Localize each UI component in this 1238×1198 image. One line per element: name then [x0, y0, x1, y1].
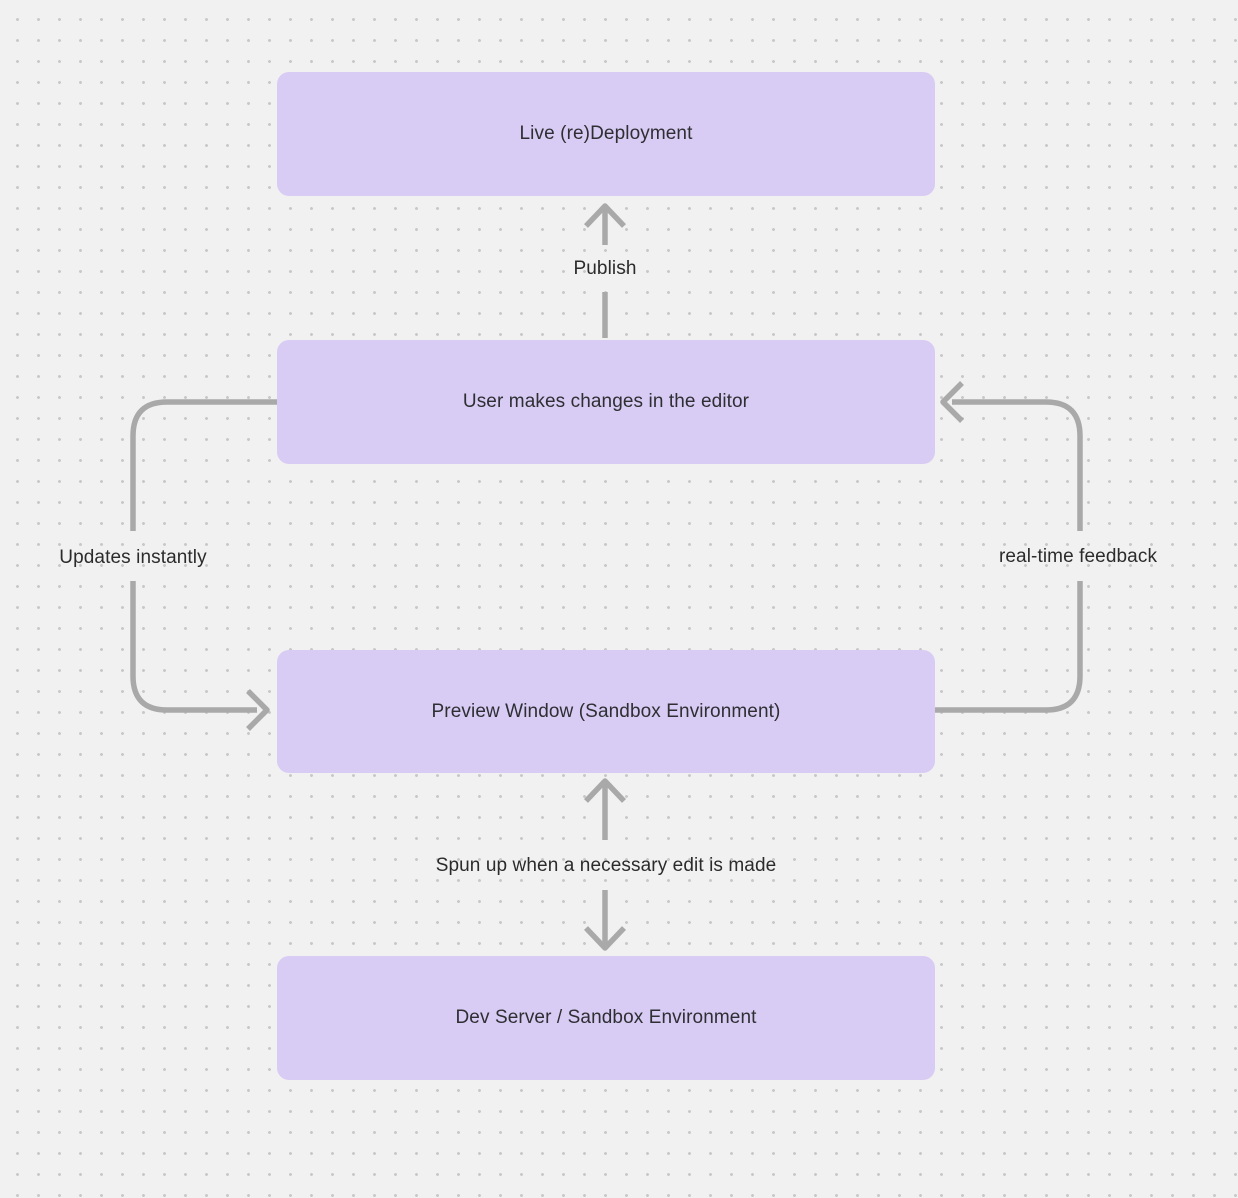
node-dev-server-label: Dev Server / Sandbox Environment: [455, 1007, 757, 1028]
edge-updates-instantly-arrow: [130, 399, 277, 731]
node-preview-window[interactable]: Preview Window (Sandbox Environment): [277, 650, 935, 773]
node-live-redeployment-label: Live (re)Deployment: [519, 123, 693, 144]
edge-real-time-feedback-arrow: [935, 381, 1083, 713]
node-preview-window-label: Preview Window (Sandbox Environment): [431, 700, 781, 722]
edge-label-real-time-feedback: real-time feedback: [998, 546, 1158, 567]
node-live-redeployment[interactable]: Live (re)Deployment: [277, 72, 935, 196]
edge-label-updates-instantly: Updates instantly: [59, 547, 207, 568]
node-dev-server[interactable]: Dev Server / Sandbox Environment: [277, 956, 935, 1080]
edge-label-publish: Publish: [573, 258, 637, 279]
edge-label-spun-up: Spun up when a necessary edit is made: [435, 855, 777, 876]
node-user-editor[interactable]: User makes changes in the editor: [277, 340, 935, 464]
edge-spun-up-arrow: [584, 778, 626, 951]
edge-publish-arrow: [584, 203, 626, 338]
node-user-editor-label: User makes changes in the editor: [462, 391, 750, 412]
